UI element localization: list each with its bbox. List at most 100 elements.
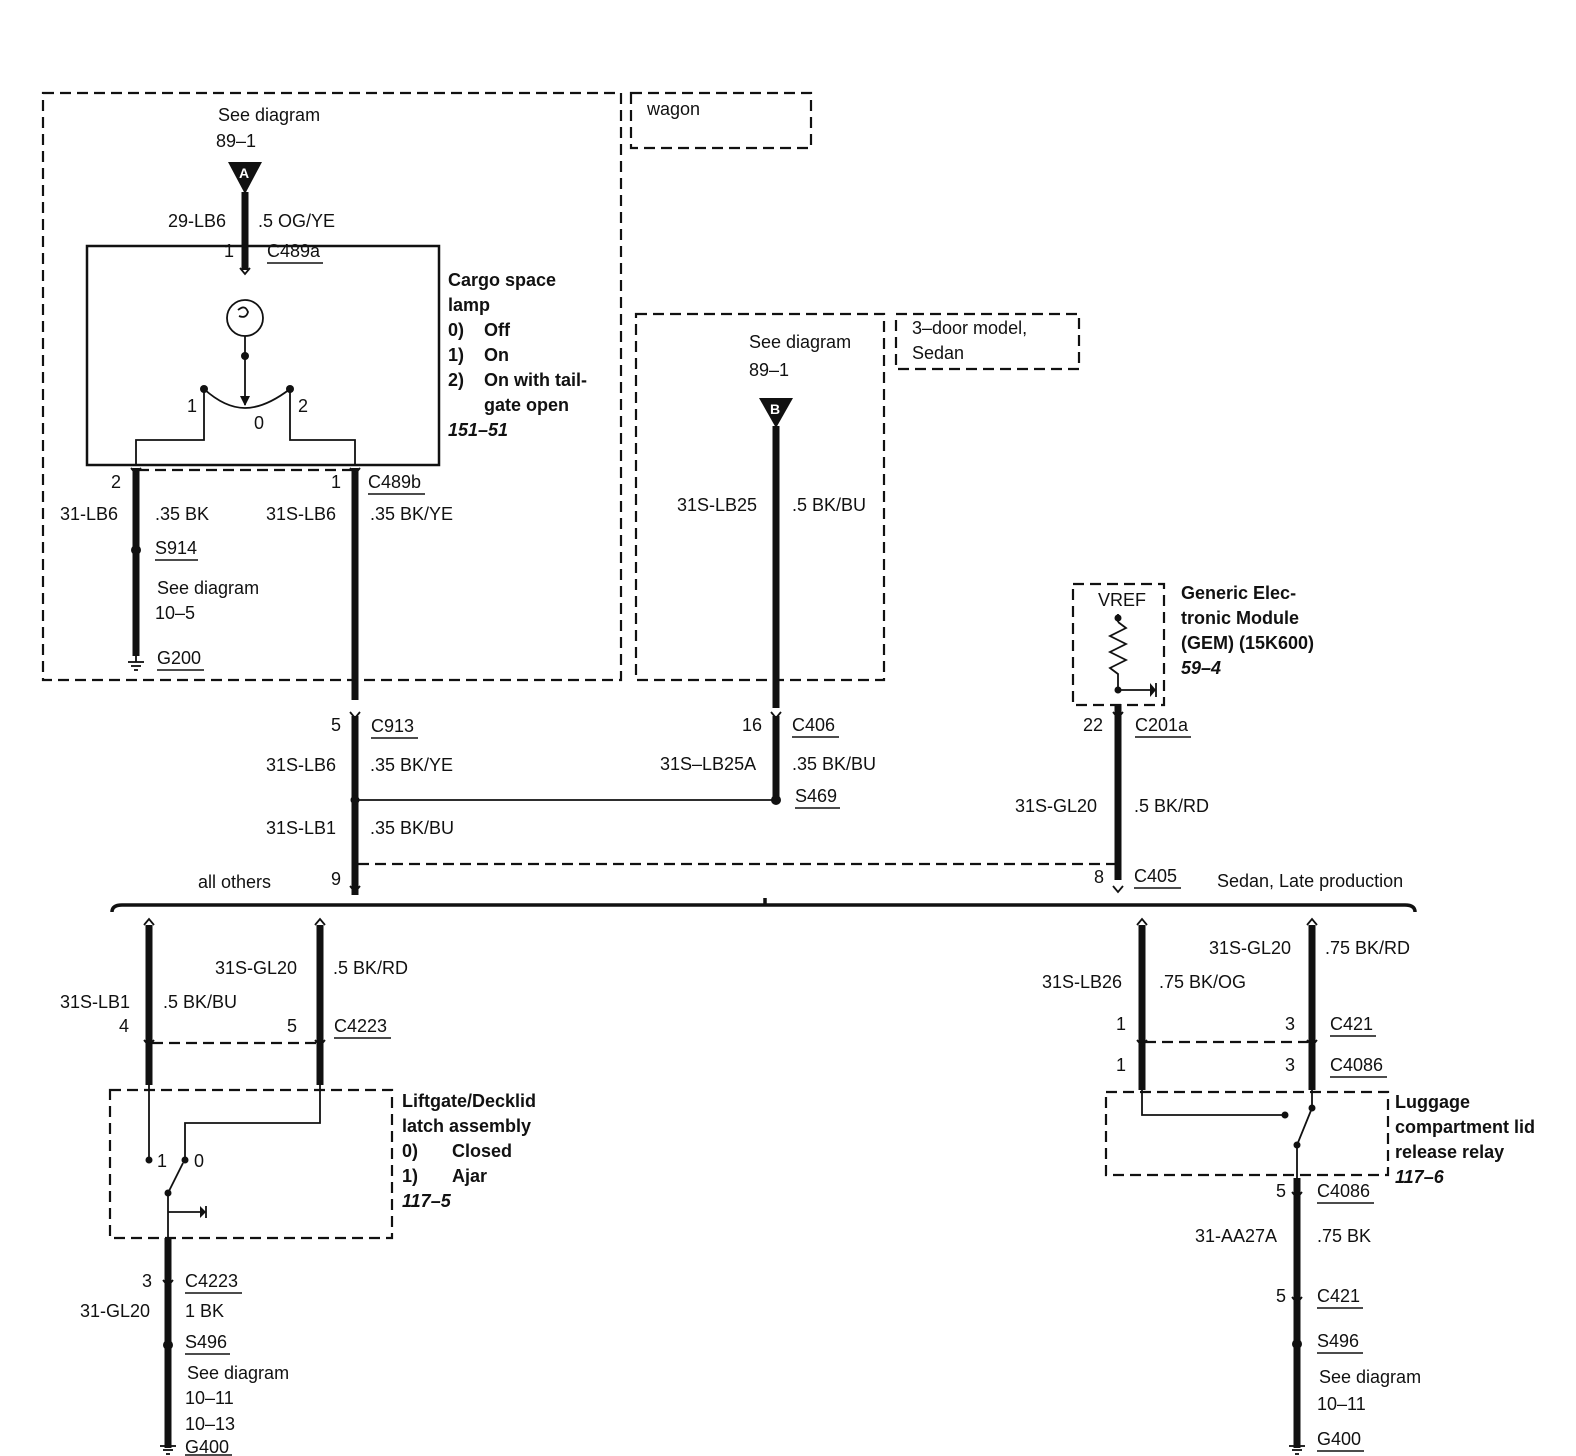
ground-g400-right: G400 (1317, 1429, 1361, 1449)
wire-31-aa27a-id: 31-AA27A (1195, 1226, 1277, 1246)
ref-b-letter: B (770, 401, 780, 417)
pin-c4086-5: 5 (1276, 1181, 1286, 1201)
liftgate-ref: 117–5 (402, 1191, 452, 1211)
lift-see-diagram: See diagram (187, 1363, 289, 1383)
ground-g200-icon (128, 655, 144, 671)
pin-c489b-2: 2 (111, 472, 121, 492)
wire-31-lb6-spec: .35 BK (155, 504, 209, 524)
wire-31s-lb6-id: 31S-LB6 (266, 504, 336, 524)
connector-c405: C405 (1134, 866, 1177, 886)
cargo-lamp-title1: Cargo space (448, 270, 556, 290)
liftgate-title1: Liftgate/Decklid (402, 1091, 536, 1111)
gem-title1: Generic Elec- (1181, 583, 1296, 603)
connector-c406: C406 (792, 715, 835, 735)
sedan-section-box (634, 312, 886, 682)
liftgate-opt1: Ajar (452, 1166, 487, 1186)
liftgate-switch-icon (167, 1162, 184, 1194)
cargo-opt2b: gate open (484, 395, 569, 415)
sedan-label-line1: 3–door model, (912, 318, 1027, 338)
wire-29-lb6-id: 29-LB6 (168, 211, 226, 231)
gem-title2: tronic Module (1181, 608, 1299, 628)
relay-title3: release relay (1395, 1142, 1504, 1162)
wagon-label-box (629, 91, 813, 150)
resistor-icon (1107, 621, 1129, 690)
wire-31-aa27a-spec: .75 BK (1317, 1226, 1371, 1246)
gem-title3: (GEM) (15K600) (1181, 633, 1314, 653)
ref-a-see-diagram: See diagram (218, 105, 320, 125)
luggage-relay-box (1104, 1090, 1390, 1177)
wire-31s-lb25-spec: .5 BK/BU (792, 495, 866, 515)
cargo-opt0: Off (484, 320, 511, 340)
splice-s496-left: S496 (185, 1332, 227, 1352)
wire-31s-lb1-id: 31S-LB1 (266, 818, 336, 838)
relay-title1: Luggage (1395, 1092, 1470, 1112)
wire-31s-lb1-spec: .35 BK/BU (370, 818, 454, 838)
pin-c4086-3: 3 (1285, 1055, 1295, 1075)
pin-c4223-5: 5 (287, 1016, 297, 1036)
connector-c489b: C489b (368, 472, 421, 492)
wire-31s-gl20-lift-spec: .5 BK/RD (333, 958, 408, 978)
ref-a-number: 89–1 (216, 131, 256, 151)
pin-c421-3: 3 (1285, 1014, 1295, 1034)
connector-c421-bottom: C421 (1317, 1286, 1360, 1306)
wire-31s-lb6-lower-spec: .35 BK/YE (370, 755, 453, 775)
pin-c406-16: 16 (742, 715, 762, 735)
cargo-opt1: On (484, 345, 509, 365)
connector-c421-top: C421 (1330, 1014, 1373, 1034)
wire-31s-lb1-lift-id: 31S-LB1 (60, 992, 130, 1012)
wire-31s-gl20-lift-id: 31S-GL20 (215, 958, 297, 978)
wagon-section-box (41, 91, 623, 682)
splice-s469: S469 (795, 786, 837, 806)
sedan-label-line2: Sedan (912, 343, 964, 363)
wire-31s-lb25a-id: 31S–LB25A (660, 754, 756, 774)
connector-chevrons (130, 267, 1318, 1305)
g200-see-diagram: See diagram (157, 578, 259, 598)
cargo-switch-pos2: 2 (298, 396, 308, 416)
ground-g200: G200 (157, 648, 201, 668)
lug-diagram-number: 10–11 (1317, 1394, 1366, 1414)
lift-diagram-number1: 10–11 (185, 1388, 234, 1408)
relay-switch-icon (1296, 1107, 1313, 1146)
liftgate-switch-pos1: 1 (157, 1151, 167, 1171)
splice-s914-dot (131, 545, 141, 555)
pin-c489b-1: 1 (331, 472, 341, 492)
wire-31s-lb1-lift-spec: .5 BK/BU (163, 992, 237, 1012)
gem-ref: 59–4 (1181, 658, 1221, 678)
pin-c913-5: 5 (331, 715, 341, 735)
ground-g400-right-icon (1289, 1445, 1305, 1455)
splice-s496-left-dot (163, 1340, 173, 1350)
wire-31s-gl20-relay-spec: .75 BK/RD (1325, 938, 1410, 958)
pin-c4223-3: 3 (142, 1271, 152, 1291)
liftgate-opt0: Closed (452, 1141, 512, 1161)
connector-c489a: C489a (267, 241, 321, 261)
ground-g400-left: G400 (185, 1437, 229, 1456)
pin-c4223-4: 4 (119, 1016, 129, 1036)
pin-c201a-22: 22 (1083, 715, 1103, 735)
connector-c201a: C201a (1135, 715, 1189, 735)
wagon-label: wagon (646, 99, 700, 119)
gem-vref: VREF (1098, 590, 1146, 610)
liftgate-opt1-num: 1) (402, 1166, 418, 1186)
pin-c421-1: 1 (1116, 1014, 1126, 1034)
wire-31s-gl20-relay-id: 31S-GL20 (1209, 938, 1291, 958)
cargo-switch-pos0: 0 (254, 413, 264, 433)
lamp-bulb-icon (226, 299, 264, 337)
pin-c405-9: 9 (331, 869, 341, 889)
splice-s496-right: S496 (1317, 1331, 1359, 1351)
connector-c4223-top: C4223 (334, 1016, 387, 1036)
relay-title2: compartment lid (1395, 1117, 1535, 1137)
cargo-switch-pos1: 1 (187, 396, 197, 416)
wire-31s-lb26-id: 31S-LB26 (1042, 972, 1122, 992)
splice-s469-dot (771, 795, 781, 805)
wire-31s-lb25a-spec: .35 BK/BU (792, 754, 876, 774)
cargo-opt0-num: 0) (448, 320, 464, 340)
wire-31s-lb25-id: 31S-LB25 (677, 495, 757, 515)
sedan-label-box (894, 312, 1081, 371)
lug-see-diagram: See diagram (1319, 1367, 1421, 1387)
cargo-opt2-num: 2) (448, 370, 464, 390)
cargo-lamp-title2: lamp (448, 295, 490, 315)
liftgate-title2: latch assembly (402, 1116, 531, 1136)
pin-c489a-1: 1 (224, 241, 234, 261)
cargo-space-lamp-box (85, 244, 441, 467)
